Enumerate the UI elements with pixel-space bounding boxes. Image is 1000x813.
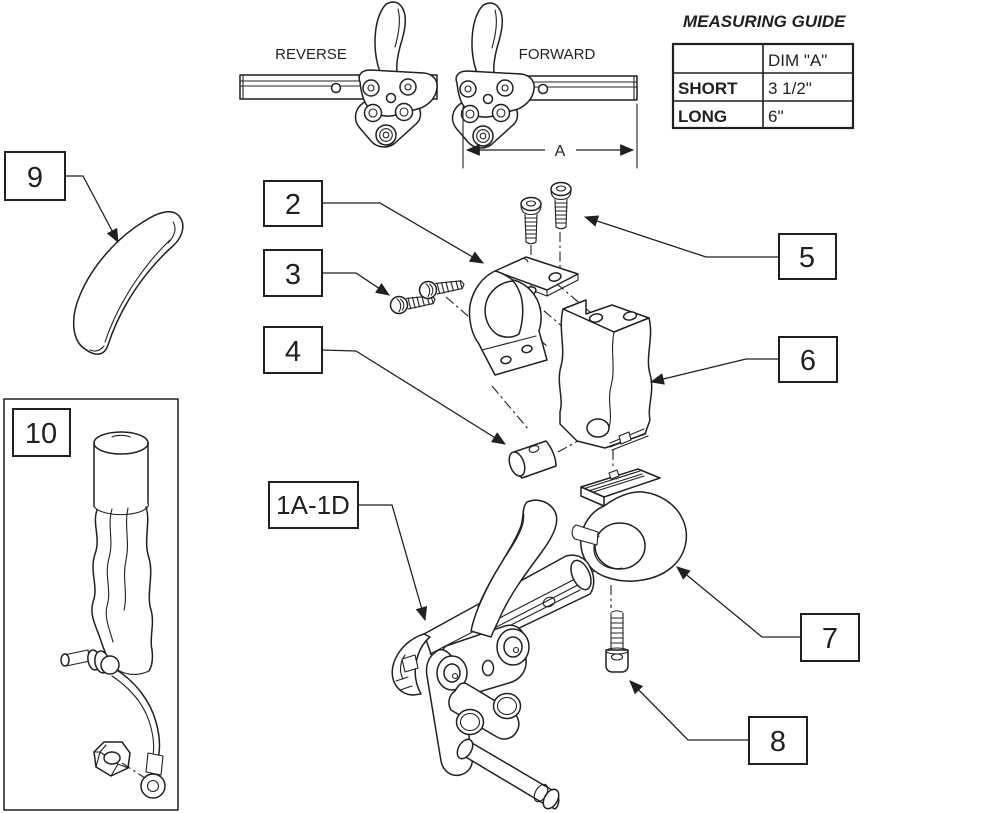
callout-8: 8 <box>629 680 808 765</box>
extension-lines <box>462 103 638 169</box>
part-7-tube-clamp <box>571 468 688 582</box>
button-head-screw <box>550 181 572 230</box>
row-long-name: LONG <box>678 107 727 126</box>
callout-4: 4 <box>263 326 506 445</box>
forward-label: FORWARD <box>519 46 596 63</box>
callout-6: 6 <box>649 336 838 385</box>
callout-9: 9 <box>4 151 119 244</box>
callout-3-label: 3 <box>285 259 301 291</box>
callout-10: 10 <box>12 408 71 457</box>
part-4-pin <box>508 440 557 479</box>
rail-hole <box>330 82 342 94</box>
forward-orientation-view: FORWARD <box>451 2 638 149</box>
callout-7-label: 7 <box>822 623 838 655</box>
col-header-dim-a: DIM "A" <box>768 51 827 70</box>
ring-terminal <box>140 773 166 799</box>
callout-1-label: 1A-1D <box>276 490 350 520</box>
cable-crimp <box>145 752 164 776</box>
part-10-panel <box>3 398 179 811</box>
lock-handle <box>470 499 558 638</box>
callout-6-label: 6 <box>800 345 816 377</box>
part-6-bracket <box>558 299 653 451</box>
callout-7: 7 <box>676 566 860 662</box>
rail-hole <box>537 83 549 95</box>
bracket-hole <box>622 311 638 321</box>
dimension-a: A <box>462 103 638 169</box>
callout-1a-1d: 1A-1D <box>268 481 428 622</box>
part-10-handle-cable <box>60 431 166 799</box>
plate-hole <box>548 272 562 282</box>
roller-link <box>448 682 520 740</box>
bracket-bore <box>586 418 610 438</box>
callout-8-label: 8 <box>770 726 786 758</box>
callout-5: 5 <box>583 215 837 280</box>
row-long-value: 6" <box>768 107 784 126</box>
part-9-grip-sleeve <box>73 210 184 355</box>
callout-4-label: 4 <box>285 336 301 368</box>
part-3-screws <box>388 275 467 316</box>
reverse-orientation-view: REVERSE <box>239 1 438 148</box>
row-short-value: 3 1/2" <box>768 79 812 98</box>
part-1-wheel-lock-assembly <box>391 499 595 810</box>
callout-2-label: 2 <box>285 189 301 221</box>
measuring-guide: MEASURING GUIDE DIM "A" SHORT 3 1/2" LON… <box>671 12 855 130</box>
part-8-screw <box>605 610 629 673</box>
tube-bore <box>594 522 646 570</box>
part-5-screws <box>520 181 572 245</box>
row-short-name: SHORT <box>678 79 738 98</box>
dim-letter: A <box>555 143 566 160</box>
callout-9-label: 9 <box>27 162 43 194</box>
reverse-label: REVERSE <box>275 46 347 63</box>
callout-10-label: 10 <box>25 418 57 450</box>
pan-head-screw <box>417 275 467 301</box>
callout-5-label: 5 <box>799 242 815 274</box>
base-hole <box>521 344 533 354</box>
part-2-clamp-body <box>468 256 579 376</box>
bracket-hole <box>588 313 604 323</box>
reverse-lever <box>354 1 438 148</box>
callout-3: 3 <box>263 249 390 297</box>
base-hole <box>500 355 512 365</box>
part-10-frame <box>3 398 179 811</box>
forward-lever <box>451 2 535 149</box>
button-head-screw <box>520 196 542 245</box>
callout-2: 2 <box>263 180 485 264</box>
measuring-guide-title: MEASURING GUIDE <box>683 12 846 31</box>
